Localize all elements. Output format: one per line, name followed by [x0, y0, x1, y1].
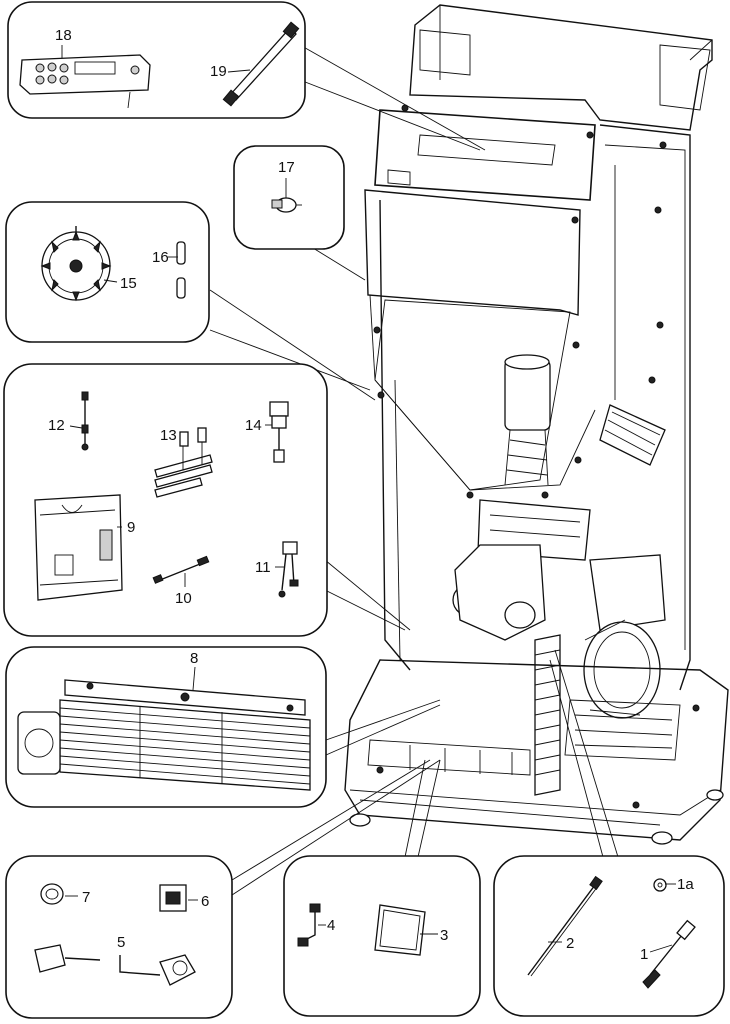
callout-3: 3	[440, 927, 448, 944]
cable-part-10	[152, 555, 210, 584]
callout-5: 5	[117, 934, 125, 951]
detail-panel-power: 7 6 5	[5, 855, 233, 1019]
control-board-part-9	[34, 494, 123, 601]
callout-12: 12	[48, 417, 65, 434]
washer-part-1a	[653, 878, 667, 892]
probe-part-2	[527, 875, 603, 977]
callout-14: 14	[245, 417, 262, 434]
fuse-holder-part-7	[40, 883, 64, 905]
detail-panel-thermostat: 17	[233, 145, 345, 250]
harness-part-4	[297, 903, 321, 947]
pin-part	[176, 241, 186, 299]
callout-18: 18	[55, 27, 72, 44]
socket-part-6	[159, 884, 187, 912]
detail-panel-electronics: 12 13 14 9 10 11	[3, 363, 328, 637]
callout-16: 16	[152, 249, 169, 266]
detail-panel-fan: 8	[5, 646, 327, 808]
callout-4: 4	[327, 917, 335, 934]
callout-1a: 1a	[677, 876, 694, 893]
tangential-fan-part	[17, 679, 311, 791]
detail-panel-igniter: 1a 2 1	[493, 855, 725, 1017]
callout-15: 15	[120, 275, 137, 292]
connector-part-14	[269, 401, 289, 463]
callout-2: 2	[566, 935, 574, 952]
callout-6: 6	[201, 893, 209, 910]
detail-panel-wheel: 15 16	[5, 201, 210, 343]
harness-part-11	[278, 541, 299, 598]
control-display-part	[19, 45, 151, 109]
power-cord-part-5	[34, 944, 196, 986]
cover-plate-part-3	[374, 904, 426, 956]
flat-cable-part	[222, 21, 300, 107]
callout-17: 17	[278, 159, 295, 176]
callout-13: 13	[160, 427, 177, 444]
paddle-wheel-part	[40, 226, 112, 302]
callout-1: 1	[640, 946, 648, 963]
detail-panel-display: 18 19	[7, 1, 306, 119]
callout-9: 9	[127, 519, 135, 536]
igniter-part-1	[642, 919, 696, 989]
callout-11: 11	[255, 559, 271, 576]
callout-10: 10	[175, 590, 192, 607]
callout-19: 19	[210, 63, 227, 80]
harness-part-13	[154, 427, 213, 498]
callout-7: 7	[82, 889, 90, 906]
thermostat-part	[271, 178, 302, 213]
callout-8: 8	[190, 650, 198, 667]
stove-body	[344, 4, 729, 845]
switch-part-12	[69, 391, 89, 451]
detail-panel-cover: 4 3	[283, 855, 481, 1017]
